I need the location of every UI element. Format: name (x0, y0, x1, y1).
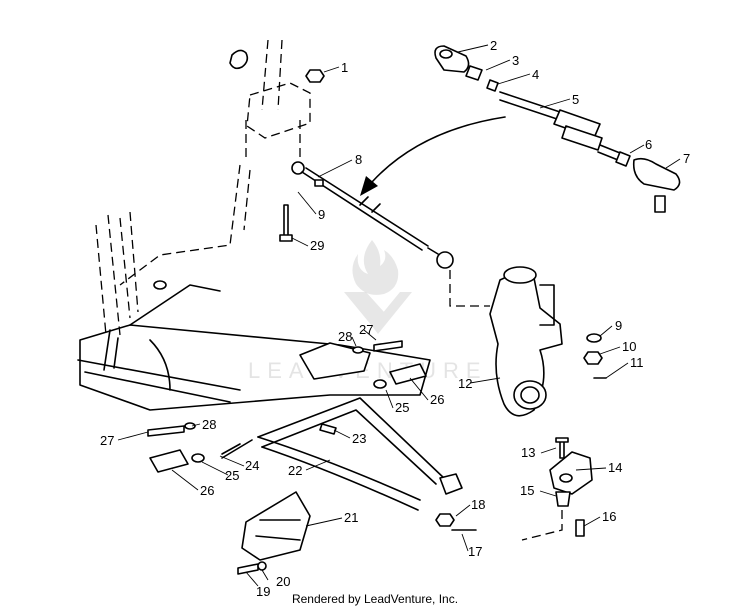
callout-22: 22 (288, 463, 302, 478)
callout-16: 16 (602, 509, 616, 524)
callout-15: 15 (520, 483, 534, 498)
callout-28-upper: 28 (338, 329, 352, 344)
a-arm-bushings (149, 363, 427, 473)
callout-9-spindle: 9 (615, 318, 622, 333)
spindle-hardware (583, 333, 607, 379)
callout-2: 2 (490, 38, 497, 53)
a-arm-22 (257, 397, 463, 511)
callout-3: 3 (512, 53, 519, 68)
callout-20: 20 (276, 574, 290, 589)
callout-25-lower: 25 (225, 468, 239, 483)
callout-14: 14 (608, 460, 622, 475)
callout-27-upper: 27 (359, 322, 373, 337)
ball-joint-plate (521, 437, 593, 541)
skid-plate-21 (241, 491, 311, 561)
callout-4: 4 (532, 67, 539, 82)
small-parts (237, 423, 477, 575)
callout-7: 7 (683, 151, 690, 166)
callout-27-lower: 27 (100, 433, 114, 448)
callout-6: 6 (645, 137, 652, 152)
callout-24: 24 (245, 458, 259, 473)
callout-18: 18 (471, 497, 485, 512)
callout-17: 17 (468, 544, 482, 559)
callout-12: 12 (458, 376, 472, 391)
bolts (147, 69, 403, 437)
callout-26-upper: 26 (430, 392, 444, 407)
callout-5: 5 (572, 92, 579, 107)
callout-23: 23 (352, 431, 366, 446)
footer-credit: Rendered by LeadVenture, Inc. (291, 592, 459, 606)
frame-section (77, 280, 431, 411)
callout-19: 19 (256, 584, 270, 599)
tie-rod-8 (291, 161, 454, 269)
callout-21: 21 (344, 510, 358, 525)
callout-29: 29 (310, 238, 324, 253)
callout-10: 10 (622, 339, 636, 354)
callout-26-lower: 26 (200, 483, 214, 498)
callout-13: 13 (521, 445, 535, 460)
tie-rod-end-assembly (434, 45, 681, 213)
callout-25-upper: 25 (395, 400, 409, 415)
callout-11: 11 (630, 355, 644, 370)
callout-28-lower: 28 (202, 417, 216, 432)
watermark-logo (344, 240, 412, 334)
callout-8: 8 (355, 152, 362, 167)
steering-column-phantom (95, 39, 311, 336)
assembly-arrow (360, 116, 506, 196)
spindle-12 (449, 266, 563, 417)
leader-lines (117, 44, 681, 587)
callout-9-upper: 9 (318, 207, 325, 222)
callout-1: 1 (341, 60, 348, 75)
